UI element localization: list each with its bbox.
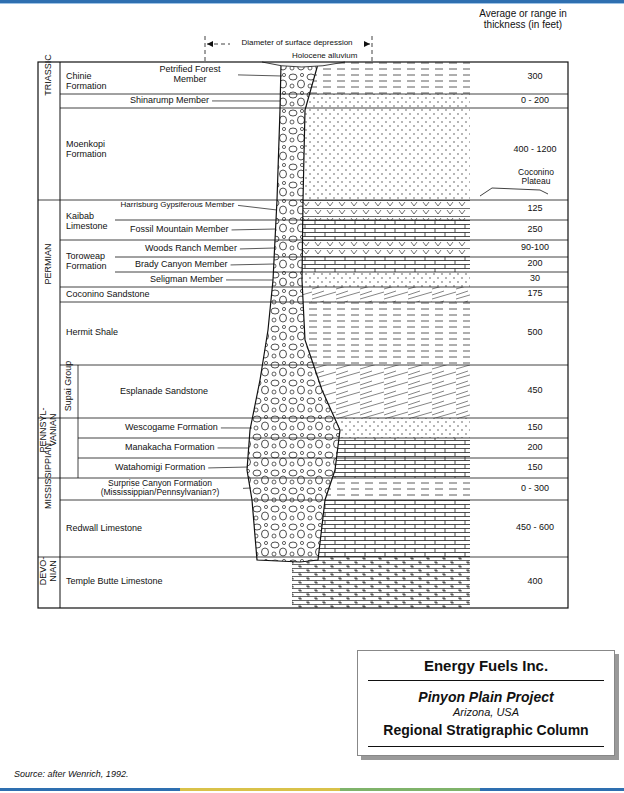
thickness-value: 0 - 300: [500, 484, 570, 494]
breccia-pipe: [247, 64, 340, 562]
thickness-value: 200: [500, 443, 570, 453]
lithology-layer: [292, 220, 470, 240]
depression-dimension: [205, 36, 372, 62]
thickness-value: Coconino Plateau: [506, 168, 566, 187]
unit-label: Moenkopi Formation: [66, 140, 126, 160]
unit-boundary: [78, 458, 568, 459]
thickness-value: 250: [500, 225, 570, 235]
unit-label: Wescogame Formation: [125, 423, 218, 433]
title-text: Energy Fuels Inc.: [368, 657, 604, 681]
lithology-layer: [292, 257, 470, 272]
leader-line: [240, 248, 275, 250]
thickness-value: 500: [500, 328, 570, 338]
lithology-layer: [292, 94, 470, 108]
lithology-layer: [292, 200, 470, 220]
alluvium: [262, 62, 345, 67]
unit-boundary: [38, 557, 568, 558]
unit-boundary: [38, 200, 568, 201]
thickness-value: 400: [500, 577, 570, 587]
unit-label: Seligman Member: [150, 275, 223, 285]
unit-label: Fossil Mountain Member: [130, 225, 229, 235]
unit-boundary: [115, 272, 568, 273]
lithology-layer: [292, 62, 470, 94]
lithology-layer: [292, 287, 470, 302]
period-label: MISSISSIPPIAN: [44, 431, 54, 521]
thickness-value: 400 - 1200: [500, 145, 570, 155]
unit-label: Manakacha Formation: [125, 443, 215, 453]
thickness-value: 150: [500, 423, 570, 433]
unit-label: Redwall Limestone: [66, 524, 142, 534]
lithology-layer: [292, 108, 470, 200]
leader-line: [232, 229, 276, 231]
unit-label: Temple Butte Limestone: [66, 577, 163, 587]
unit-label: Chinie Formation: [66, 72, 116, 92]
unit-label: Hermit Shale: [66, 328, 118, 338]
group-divider: [78, 365, 79, 478]
leader-line: [243, 488, 251, 489]
unit-boundary: [60, 500, 568, 501]
thickness-value: 0 - 200: [500, 96, 570, 106]
thickness-value: 175: [500, 289, 570, 299]
thickness-value: 90-100: [500, 243, 570, 253]
unit-label: Brady Canyon Member: [135, 260, 228, 270]
lithology-layer: [292, 272, 470, 287]
unit-label: Average or range in thickness (in feet): [478, 8, 568, 30]
lithology-layer: [292, 302, 470, 365]
unit-boundary: [38, 418, 568, 419]
leader-line: [208, 467, 248, 469]
title-box: Energy Fuels Inc. Pinyon Plain ProjectAri…: [357, 650, 615, 756]
thickness-value: 30: [500, 274, 570, 284]
title-text: Pinyon Plain Project: [368, 689, 604, 705]
period-label: Supai Group: [64, 346, 74, 426]
unit-label: Harrisburg Gypsiferous Member: [120, 201, 235, 210]
unit-label: Petrified Forest Member: [145, 65, 235, 85]
unit-boundary: [60, 94, 568, 95]
thickness-value: 150: [500, 463, 570, 473]
unit-label: Diameter of surface depression: [230, 39, 364, 48]
leader-line: [231, 264, 274, 266]
leader-line: [218, 447, 248, 448]
leader-line: [238, 205, 277, 210]
unit-boundary: [60, 302, 568, 303]
unit-boundary: [78, 438, 568, 439]
thickness-value: 450: [500, 386, 570, 396]
leader-line: [226, 279, 273, 280]
period-divider: [60, 62, 61, 608]
unit-label: Woods Ranch Member: [145, 244, 237, 254]
unit-label: Holocene alluvium: [290, 52, 359, 61]
lithology-layer: [292, 557, 470, 608]
unit-boundary: [115, 220, 568, 221]
column-frame: [38, 62, 568, 608]
unit-label: Watahomigi Formation: [115, 463, 205, 473]
unit-boundary: [60, 108, 568, 109]
title-text: Arizona, USA: [368, 706, 604, 718]
title-text: Regional Stratigraphic Column: [368, 722, 604, 747]
unit-boundary: [60, 365, 568, 366]
unit-label: Source: after Wenrich, 1992.: [14, 770, 128, 780]
leader-line: [221, 427, 252, 428]
period-label: TRIASSIC: [44, 15, 54, 135]
unit-boundary: [60, 240, 568, 241]
unit-label: Kaibab Limestone: [66, 212, 111, 232]
unit-label: Surprise Canyon Formation (Mississippian…: [80, 479, 240, 498]
thickness-value: 300: [500, 72, 570, 82]
unit-label: Esplanade Sandstone: [120, 387, 208, 397]
plateau-bracket: [480, 188, 548, 196]
thickness-value: 125: [500, 204, 570, 214]
period-label: DEVO- NIAN: [39, 551, 59, 591]
leader-line: [238, 75, 282, 76]
unit-label: Shinarump Member: [130, 96, 209, 106]
thickness-value: 200: [500, 259, 570, 269]
lithology-layer: [292, 240, 470, 257]
thickness-value: 450 - 600: [500, 523, 570, 533]
unit-label: Coconino Sandstone: [66, 290, 150, 300]
unit-boundary: [60, 287, 568, 288]
unit-boundary: [115, 257, 568, 258]
period-label: PERMIAN: [44, 214, 54, 314]
unit-label: Toroweap Formation: [66, 252, 121, 272]
leader-line: [212, 100, 280, 101]
